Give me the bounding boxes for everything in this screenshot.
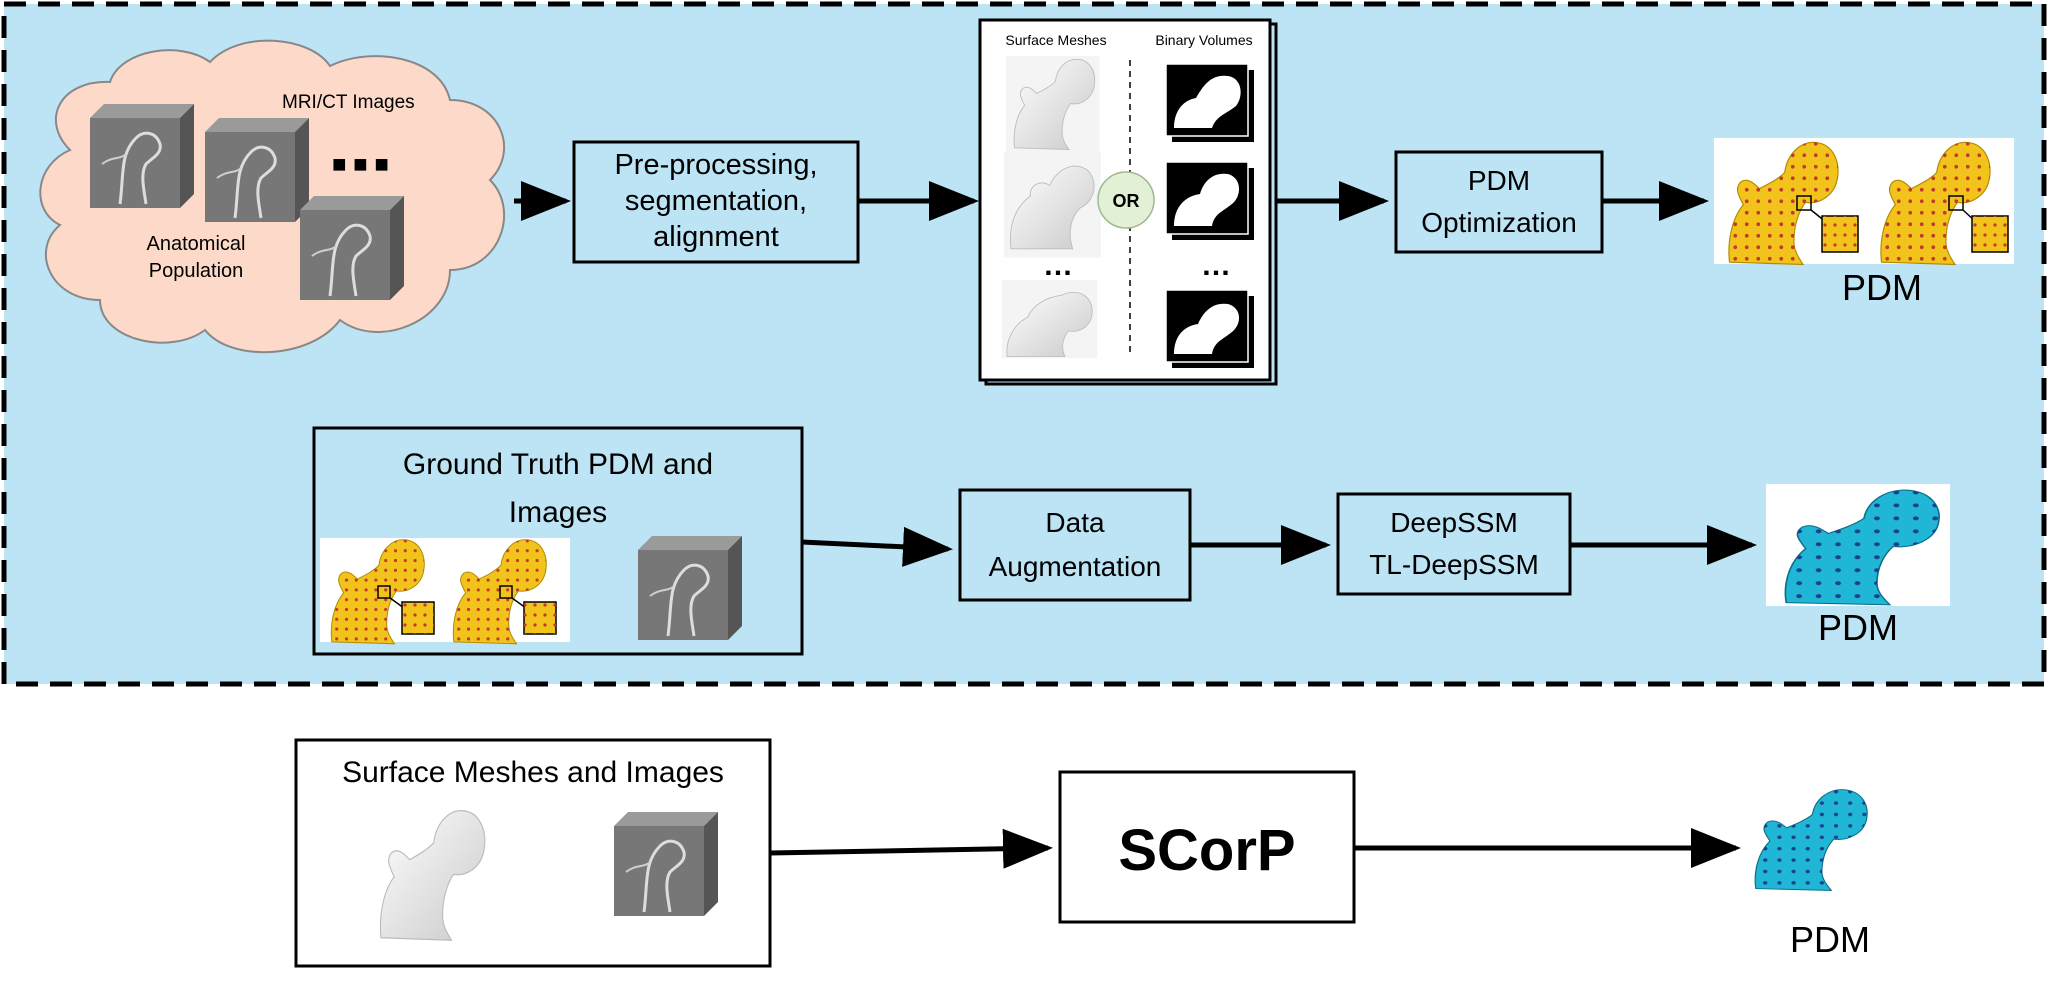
gt-image-volume-icon [636, 534, 744, 642]
scorp-label: SCorP [1118, 818, 1295, 883]
mri-volume-icon-1 [88, 102, 196, 210]
preprocessing-line1: Pre-processing, [614, 149, 817, 181]
bottom-pdm-label: PDM [1790, 919, 1870, 960]
gt-yellow-inset-2 [499, 585, 557, 635]
deepssm-line1: DeepSSM [1390, 507, 1518, 538]
deepssm-line2: TL-DeepSSM [1369, 549, 1539, 580]
mri-volume-icon-3 [298, 194, 406, 302]
population-label: Population [149, 260, 244, 282]
binary-volume-stack-1 [1165, 63, 1254, 142]
gt-yellow-inset-1 [377, 585, 435, 635]
yellow-pdm-inset-1 [1796, 195, 1859, 253]
or-label: OR [1113, 191, 1140, 211]
preprocessing-line2: segmentation, [625, 185, 807, 217]
middle-pdm-label: PDM [1818, 607, 1898, 648]
data-augmentation-line1: Data [1045, 507, 1105, 538]
scorp-box [1058, 770, 1356, 924]
preprocessing-box [572, 140, 860, 264]
surface-mesh-thumb-2 [1004, 152, 1101, 258]
data-augmentation-box [958, 488, 1192, 602]
pdm-optimization-box [1394, 150, 1604, 254]
top-pdm-label: PDM [1842, 267, 1922, 308]
surface-mesh-thumb-1 [1006, 56, 1100, 158]
bottom-image-volume-icon [612, 810, 720, 918]
ground-truth-line2: Images [509, 496, 607, 529]
anatomical-label: Anatomical [147, 233, 246, 255]
mri-volume-icon-2 [203, 116, 311, 224]
or-circle [1097, 171, 1155, 229]
binary-volume-stack-2 [1165, 161, 1254, 240]
ellipsis-dots: ■ ■ ■ [332, 151, 389, 178]
data-augmentation-line2: Augmentation [989, 551, 1162, 582]
pdm-optimization-line1: PDM [1468, 165, 1530, 196]
surface-mesh-ellipsis: … [1043, 249, 1073, 282]
arrow-inputs-to-scorp [769, 828, 1053, 869]
mri-ct-images-label: MRI/CT Images [282, 92, 415, 113]
ground-truth-line1: Ground Truth PDM and [403, 448, 713, 481]
yellow-pdm-inset-2 [1948, 195, 2009, 253]
surface-meshes-heading: Surface Meshes [1005, 32, 1106, 48]
cyan-pdm-femur-bottom [1754, 789, 1868, 892]
arrow-gt-to-augmentation [801, 526, 953, 567]
binary-volumes-heading: Binary Volumes [1155, 32, 1252, 48]
surface-mesh-thumb-3 [1002, 280, 1098, 359]
binary-volume-stack-3 [1165, 289, 1254, 368]
preprocessing-line3: alignment [653, 221, 779, 253]
pdm-optimization-line2: Optimization [1421, 207, 1577, 238]
binary-volume-ellipsis: … [1201, 249, 1231, 282]
surface-meshes-images-heading: Surface Meshes and Images [342, 756, 724, 789]
